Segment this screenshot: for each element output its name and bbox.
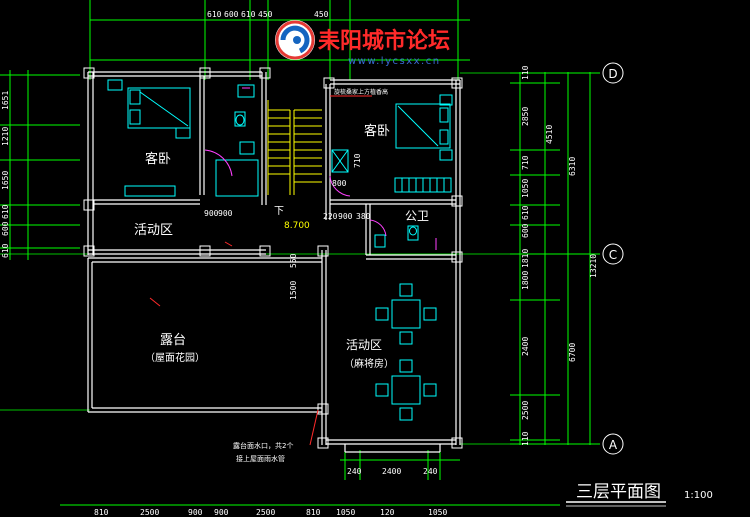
watermark-name: 耒阳城市论坛 [318, 28, 450, 54]
dims-bottom-5: 810 [306, 508, 321, 517]
dims-bottom-6: 1050 [336, 508, 355, 517]
dims-bottom-4: 2500 [256, 508, 275, 517]
dim-stair-550: 550 [289, 253, 298, 268]
dim-door-left: 900 [204, 209, 219, 218]
svg-text:D: D [608, 67, 617, 81]
dims-right-outer-2: 6700 [568, 343, 577, 362]
dims-bottom-0: 810 [94, 508, 109, 517]
room-label-activity-right: 活动区 [346, 338, 382, 352]
drain-note-2: 接上屋面雨水管 [236, 454, 285, 463]
svg-text:A: A [609, 438, 618, 452]
dims-bottom-8: 1050 [428, 508, 447, 517]
walls [87, 71, 461, 453]
bed-right-icon [395, 103, 451, 149]
dims-bottom-2: 900 [188, 508, 203, 517]
dimension-lines [0, 0, 600, 506]
mahjong-table-1-icon [375, 283, 437, 345]
dims-bottom: 810 2500 900 900 2500 810 1050 120 1050 [94, 508, 447, 517]
dims-right-inner-6: 1810 [521, 249, 530, 268]
room-label-terrace: 露台 [160, 333, 186, 348]
dims-right-inner-8: 2400 [521, 337, 530, 356]
dims-left: 1651 1210 1650 610 600 610 [1, 91, 10, 258]
elevation-mark: 8.700 [284, 221, 310, 231]
dims-left-1: 1210 [1, 127, 10, 146]
toilet-left-icon [234, 111, 246, 127]
dim-door-left-b: 900 [218, 209, 233, 218]
dim-top-e: 450 [314, 10, 329, 19]
dim-top-c: 610 [241, 10, 256, 19]
dims-left-3: 610 [1, 204, 10, 219]
room-label-bathroom: 公卫 [405, 209, 429, 223]
drawing-scale: 1:100 [684, 490, 713, 501]
axis-bubble-a: A [602, 433, 624, 455]
dims-right-inner-2: 710 [521, 155, 530, 170]
doors [204, 87, 437, 250]
ac-note: 旋梳桑家上方植香高 [334, 88, 388, 96]
dims-right-outer-1: 6310 [568, 157, 577, 176]
dims-right-inner-9: 2500 [521, 401, 530, 420]
dim-top-b: 600 [224, 10, 239, 19]
dim-top-d: 450 [258, 10, 273, 19]
columns [83, 67, 463, 449]
room-label-activity-right-note: （麻将房） [344, 357, 394, 370]
dims-left-4: 600 [1, 221, 10, 236]
room-label-activity-left: 活动区 [134, 223, 173, 238]
bed-left-icon [127, 87, 191, 129]
room-label-bedroom-right: 客卧 [364, 123, 390, 139]
dims-right-inner-1: 2850 [521, 107, 530, 126]
dims-right-outer: 4510 6310 6700 13210 [545, 125, 598, 362]
drain-note-1: 露台面水口，共2个 [233, 441, 293, 450]
dims-left-0: 1651 [1, 91, 10, 110]
furniture [107, 79, 453, 421]
dims-right-inner-3: 1050 [521, 179, 530, 198]
stair [267, 100, 322, 195]
svg-text:C: C [609, 248, 617, 262]
dims-right-inner-0: 110 [521, 65, 530, 80]
toilet-right-icon [407, 225, 419, 241]
dims-right-outer-0: 4510 [545, 125, 554, 144]
dims-right-inner: 110 2850 710 1050 610 600 1810 1800 2400 2500 110 [521, 65, 530, 446]
dim-bottom-c: 240 [423, 467, 438, 476]
annotation-leaders [149, 95, 372, 446]
watermark-url: www.lycsxx.cn [348, 56, 441, 67]
dims-right-inner-7: 1800 [521, 271, 530, 290]
dim-wall-710: 710 [353, 153, 362, 168]
dim-door-right-c: 380 [356, 212, 371, 221]
dims-right-outer-3: 13210 [589, 254, 598, 278]
watermark: 耒阳城市论坛 www.lycsxx.cn [275, 20, 450, 67]
stair-down-label: 下 [274, 206, 284, 217]
dims-bottom-1: 2500 [140, 508, 159, 517]
dims-right-inner-5: 600 [521, 223, 530, 238]
axis-bubble-d: D [602, 62, 624, 84]
dim-stair-1500: 1500 [289, 281, 298, 300]
dims-left-2: 1650 [1, 171, 10, 190]
dims-bottom-7: 120 [380, 508, 395, 517]
dim-door-right-a: 220 [323, 212, 338, 221]
dims-right-inner-10: 110 [521, 431, 530, 446]
room-label-bedroom-left: 客卧 [145, 151, 171, 167]
axis-bubble-c: C [602, 243, 624, 265]
drawing-title: 三层平面图 1:100 [566, 482, 713, 507]
dim-top-a: 610 [207, 10, 222, 19]
room-label-terrace-note: （屋面花园） [145, 351, 205, 364]
drawing-title-text: 三层平面图 [576, 482, 661, 502]
dims-bottom-3: 900 [214, 508, 229, 517]
dim-door-right-b: 900 [338, 212, 353, 221]
mahjong-table-2-icon [375, 359, 437, 421]
dim-bottom-b: 2400 [382, 467, 401, 476]
dims-right-inner-4: 610 [521, 205, 530, 220]
dims-left-5: 610 [1, 243, 10, 258]
dim-bottom-a: 240 [347, 467, 362, 476]
dim-wall-800: 800 [332, 179, 347, 188]
